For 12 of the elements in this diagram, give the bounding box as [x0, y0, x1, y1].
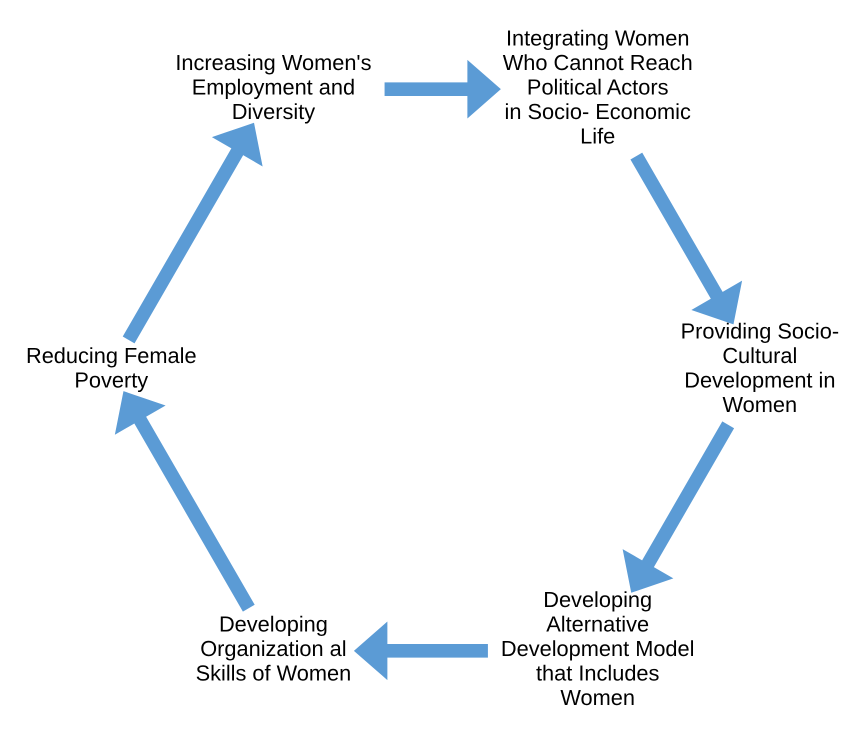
node-text: Reducing Female Poverty [26, 342, 197, 392]
arrow [354, 622, 488, 680]
arrow [114, 391, 255, 612]
arrow [630, 152, 742, 324]
node-text: Providing Socio- Cultural Development in Women [680, 318, 840, 417]
arrow [122, 122, 263, 344]
node-text: Increasing Women's Employment and Diversity [175, 50, 372, 124]
node-text: Integrating Women Who Cannot Reach Political Actors in Socio- Economic Life [502, 25, 693, 148]
node-text: Developing Organization al Skills of Women [196, 612, 352, 686]
arrow [384, 60, 501, 118]
node-text: Developing Alternative Development Model that Includes Women [500, 586, 694, 710]
arrow [622, 421, 734, 593]
